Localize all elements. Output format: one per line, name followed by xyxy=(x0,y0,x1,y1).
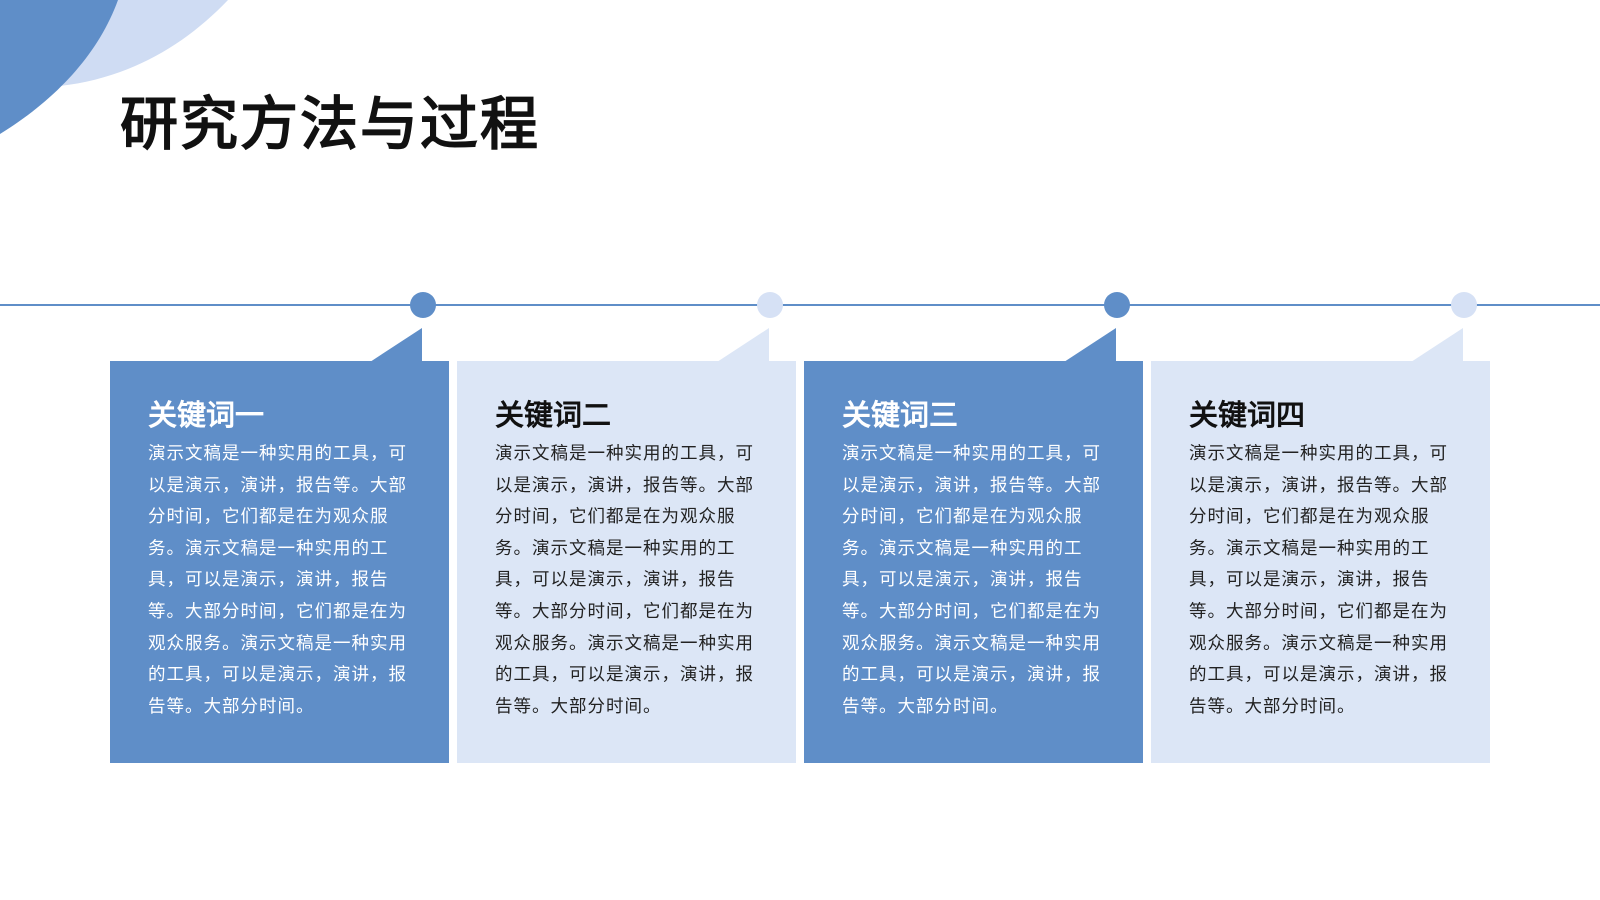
corner-decoration xyxy=(0,0,228,134)
card-tab-3 xyxy=(1064,328,1116,362)
timeline-dot-4 xyxy=(1451,292,1477,318)
timeline-dot-2 xyxy=(757,292,783,318)
card-body: 演示文稿是一种实用的工具，可以是演示，演讲，报告等。大部分时间，它们都是在为观众… xyxy=(148,444,407,717)
card-body: 演示文稿是一种实用的工具，可以是演示，演讲，报告等。大部分时间，它们都是在为观众… xyxy=(495,444,754,717)
card-tab-1 xyxy=(370,328,422,362)
timeline-dot-1 xyxy=(410,292,436,318)
keyword-card-3: 关键词三 演示文稿是一种实用的工具，可以是演示，演讲，报告等。大部分时间，它们都… xyxy=(804,361,1143,763)
keyword-card-2: 关键词二 演示文稿是一种实用的工具，可以是演示，演讲，报告等。大部分时间，它们都… xyxy=(457,361,796,763)
card-title: 关键词四 xyxy=(1189,398,1306,432)
card-title: 关键词一 xyxy=(148,398,265,432)
page-title: 研究方法与过程 xyxy=(120,90,541,158)
timeline-dot-3 xyxy=(1104,292,1130,318)
timeline-line xyxy=(0,304,1600,306)
card-tab-4 xyxy=(1411,328,1463,362)
card-body: 演示文稿是一种实用的工具，可以是演示，演讲，报告等。大部分时间，它们都是在为观众… xyxy=(842,444,1101,717)
card-title: 关键词三 xyxy=(842,398,959,432)
keyword-card-4: 关键词四 演示文稿是一种实用的工具，可以是演示，演讲，报告等。大部分时间，它们都… xyxy=(1151,361,1490,763)
card-tab-2 xyxy=(717,328,769,362)
card-body: 演示文稿是一种实用的工具，可以是演示，演讲，报告等。大部分时间，它们都是在为观众… xyxy=(1189,444,1448,717)
card-title: 关键词二 xyxy=(495,398,612,432)
keyword-card-1: 关键词一 演示文稿是一种实用的工具，可以是演示，演讲，报告等。大部分时间，它们都… xyxy=(110,361,449,763)
